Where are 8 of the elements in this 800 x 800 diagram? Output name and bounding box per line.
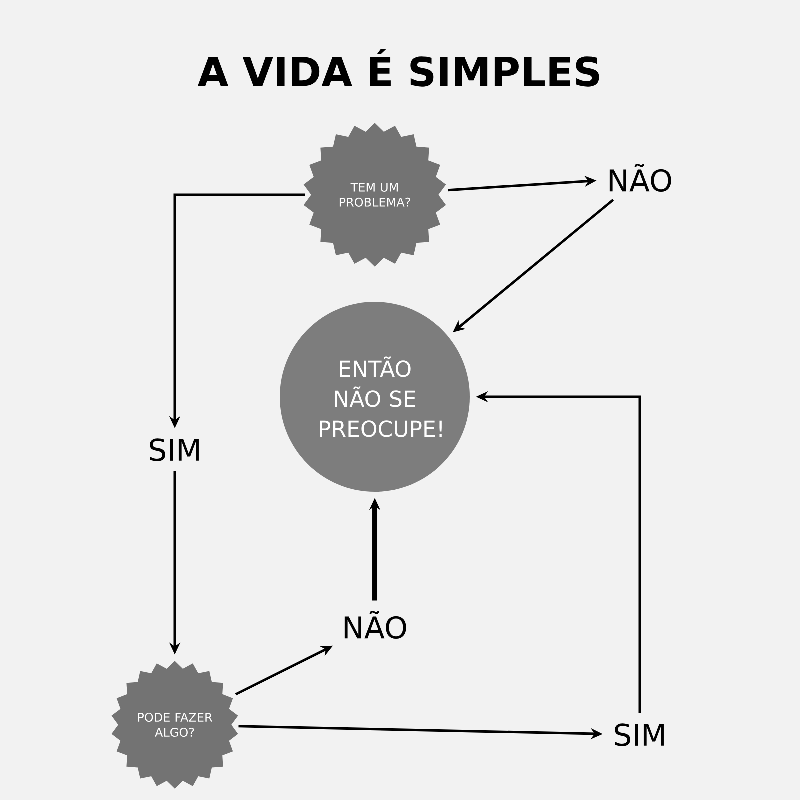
answer-word: SIM <box>150 438 199 462</box>
answer-word: NÃO <box>344 611 406 640</box>
starburst-badge: PODE FAZER ALGO? <box>112 661 238 789</box>
circle-node: ENTÃO NÃO SE PREOCUPE! <box>280 302 470 492</box>
answer-word: SIM <box>615 724 664 746</box>
title: A VIDA É SIMPLES <box>198 49 600 87</box>
starburst-badge: TEM UM PROBLEMA? <box>304 123 446 267</box>
answer-word: NÃO <box>610 164 672 192</box>
